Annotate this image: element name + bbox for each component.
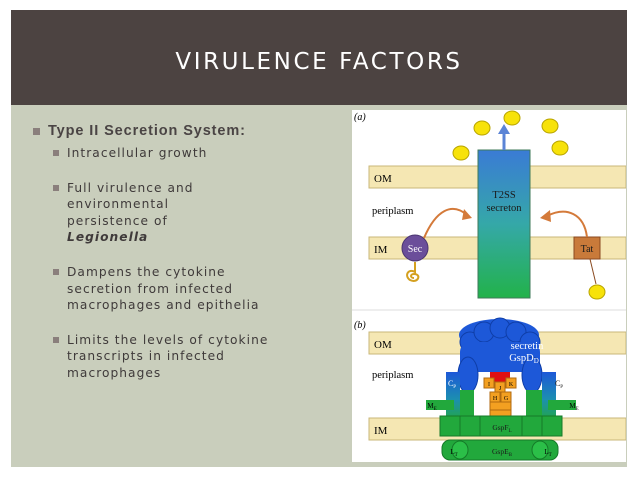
- gspf-platform: [439, 415, 563, 437]
- arrow-head-icon: [540, 210, 551, 222]
- t2ss-label-2: secreton: [487, 203, 523, 214]
- pseudopilin-j-label: J: [499, 386, 502, 392]
- bullet-square-icon: [53, 184, 59, 191]
- periplasm-label-b: periplasm: [372, 370, 413, 381]
- bullet-square-icon: [53, 336, 59, 343]
- atpase-subunit: [531, 440, 549, 460]
- t2ss-figure: (a) OM IM periplasm T2SS secreton Sec Ta…: [352, 110, 627, 462]
- t2ss-diagram: (a) OM IM periplasm T2SS secreton Sec Ta…: [352, 110, 627, 461]
- protein-dot: [452, 145, 470, 161]
- protein-dot: [503, 110, 521, 126]
- sub-bullet: Dampens the cytokine secretion from infe…: [53, 264, 283, 314]
- bullet-square-icon: [53, 268, 59, 275]
- secretin-complex: [456, 317, 544, 422]
- panel-b-label: (b): [354, 320, 366, 331]
- bullet-list: Type II Secretion System: Intracellular …: [33, 123, 353, 382]
- sub-bullet-text: Dampens the cytokine secretion from infe…: [67, 264, 260, 313]
- om-label: OM: [374, 173, 392, 185]
- sub-bullet-text: Intracellular growth: [67, 146, 208, 160]
- cp-left-label: CP: [448, 379, 456, 390]
- sub-bullet: Intracellular growth: [53, 145, 353, 162]
- sec-translocon: [401, 234, 429, 262]
- me-right-label: ME: [569, 402, 578, 412]
- sub-bullet-text-wrap: Full virulence and environmental persist…: [67, 180, 253, 246]
- cp-right-label: CP: [555, 379, 563, 390]
- protein-dot: [588, 284, 606, 300]
- t2ss-label-1: T2SS: [492, 190, 516, 201]
- pseudopilin-g-label: G: [504, 396, 509, 402]
- gspf-label: GspFL: [492, 423, 511, 434]
- pseudopilus-tip: [490, 372, 510, 384]
- gspe-atpase: [441, 439, 559, 461]
- main-bullet: Type II Secretion System:: [33, 123, 353, 139]
- sec-label: Sec: [408, 244, 423, 255]
- slide-title: VIRULENCE FACTORS: [175, 48, 463, 75]
- tat-label: Tat: [581, 244, 594, 255]
- im-label-b: IM: [374, 425, 388, 437]
- tat-arrow: [546, 210, 588, 238]
- pillar-right: [542, 372, 556, 422]
- lt-left-label: LT: [450, 448, 457, 458]
- pseudopilin-k: [505, 377, 517, 389]
- sub-bullet-text: Limits the levels of cytokine transcript…: [67, 332, 269, 380]
- legionella-italic: Legionella: [67, 230, 149, 245]
- main-bullet-text: Type II Secretion System:: [48, 123, 246, 139]
- tat-link: [589, 258, 597, 285]
- sub-bullet: Full virulence and environmental persist…: [53, 180, 253, 246]
- me-right: [548, 400, 576, 410]
- arrow-head-icon: [498, 124, 510, 134]
- sec-arrow: [423, 207, 468, 239]
- slide-header: VIRULENCE FACTORS: [11, 10, 627, 105]
- lt-right-label: LT: [544, 448, 551, 458]
- me-left-label: ME: [427, 402, 436, 412]
- pseudopilin-h-label: H: [493, 396, 498, 402]
- arrow-head-icon: [462, 209, 472, 220]
- secretin-label-2: GspDD: [509, 353, 539, 365]
- periplasm-label: periplasm: [372, 206, 413, 217]
- panel-a-label: (a): [354, 112, 366, 123]
- me-left: [426, 400, 454, 410]
- protein-dot: [473, 120, 491, 136]
- pseudopilus-segment: [489, 401, 512, 411]
- pseudopilin-i: [483, 377, 495, 389]
- pseudopilin-i-label: I: [488, 382, 490, 388]
- t2ss-secreton: [477, 149, 531, 299]
- protein-dot: [551, 140, 569, 156]
- gspe-label: GspEB: [492, 447, 513, 458]
- pseudopilin-k-label: K: [509, 382, 514, 388]
- atpase-subunit: [451, 440, 469, 460]
- sub-bullet-text: Full virulence and environmental persist…: [67, 180, 194, 228]
- bullet-square-icon: [33, 128, 40, 135]
- protein-dot: [541, 118, 559, 134]
- sub-bullet: Limits the levels of cytokine transcript…: [53, 332, 283, 382]
- om-label-b: OM: [374, 339, 392, 351]
- unfolded-protein-icon: [406, 262, 420, 282]
- bullet-square-icon: [53, 150, 59, 156]
- secretin-label-1: secretin: [511, 341, 544, 352]
- im-label: IM: [374, 244, 388, 256]
